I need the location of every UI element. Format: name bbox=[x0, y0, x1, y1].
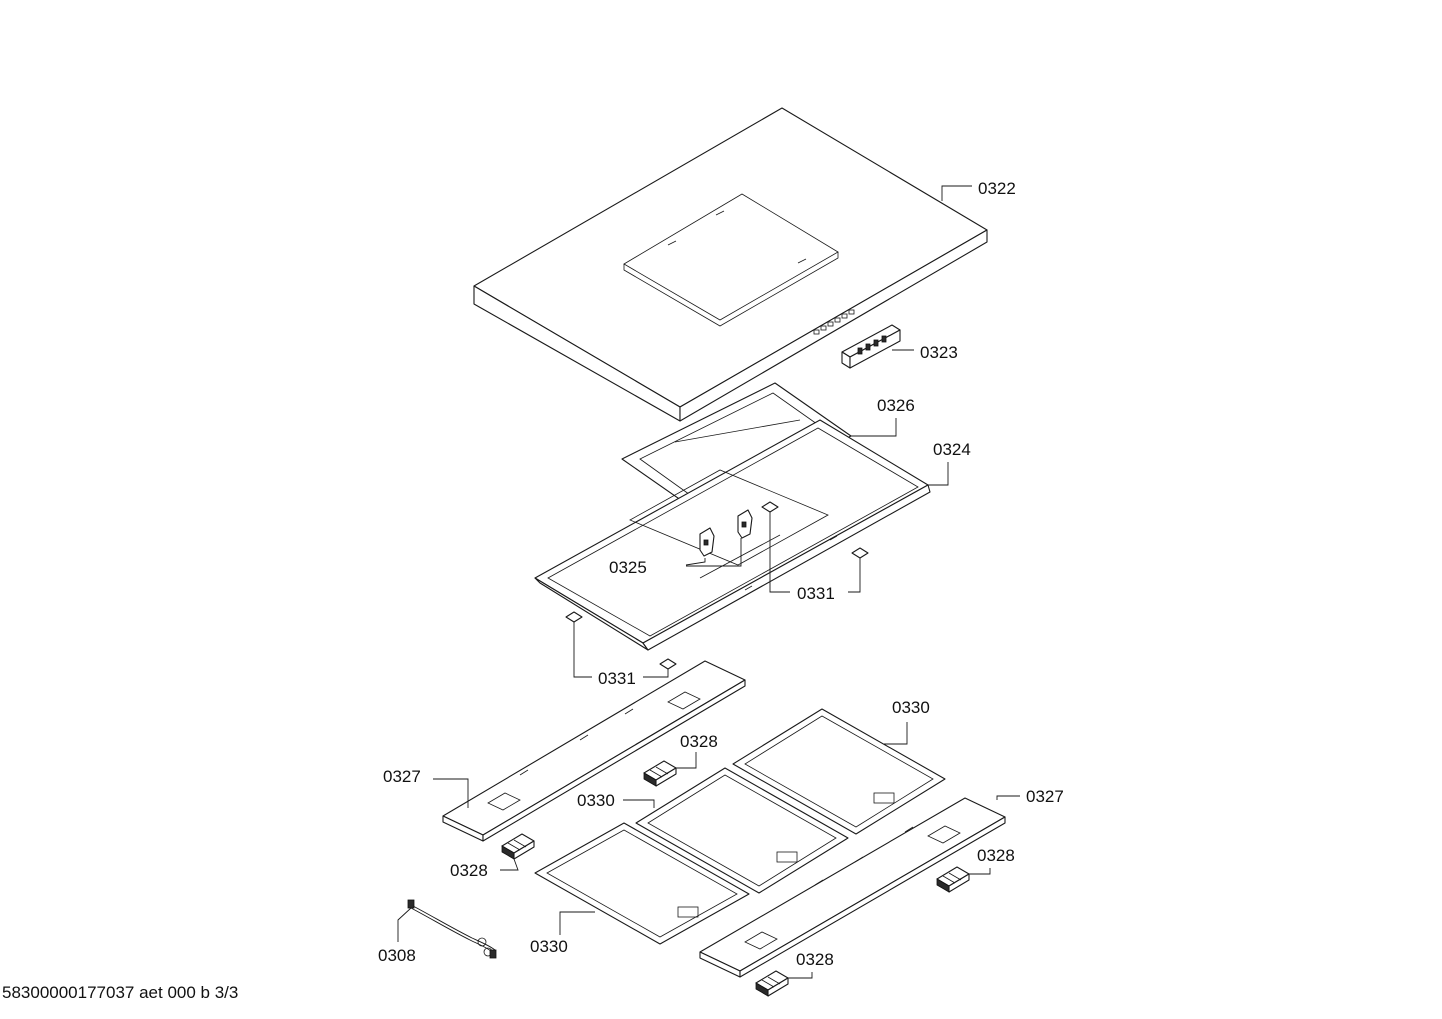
label-0327-right: 0327 bbox=[1026, 787, 1064, 806]
part-0328-latch-b bbox=[501, 833, 535, 860]
part-0327-rail-left bbox=[442, 660, 746, 842]
document-code: 58300000177037 aet 000 b 3/3 bbox=[2, 983, 238, 1002]
part-0323-control-module bbox=[841, 324, 901, 369]
part-0328-latch-a bbox=[643, 760, 677, 787]
label-0324: 0324 bbox=[933, 440, 971, 459]
label-0331-left: 0331 bbox=[598, 669, 636, 688]
part-0330-filter-middle bbox=[635, 767, 849, 894]
part-0324-base-tray bbox=[534, 419, 931, 651]
part-labels: 0322 0323 0326 0324 0325 0331 0331 0330 … bbox=[378, 179, 1064, 969]
label-0330-top: 0330 bbox=[892, 698, 930, 717]
label-0322: 0322 bbox=[978, 179, 1016, 198]
part-0322-cover bbox=[473, 107, 988, 422]
part-0330-filter-bottom bbox=[534, 822, 750, 945]
control-buttons bbox=[813, 309, 855, 335]
label-0328-top: 0328 bbox=[680, 732, 718, 751]
part-0328-latch-c bbox=[936, 866, 970, 893]
label-0326: 0326 bbox=[877, 396, 915, 415]
label-0327-left: 0327 bbox=[383, 767, 421, 786]
label-0325: 0325 bbox=[609, 558, 647, 577]
part-0328-latch-d bbox=[755, 970, 789, 997]
label-0323: 0323 bbox=[920, 343, 958, 362]
label-0328-right: 0328 bbox=[977, 846, 1015, 865]
label-0308: 0308 bbox=[378, 946, 416, 965]
label-0328-left: 0328 bbox=[450, 861, 488, 880]
leader-lines bbox=[397, 185, 1020, 979]
label-0328-bottom: 0328 bbox=[796, 950, 834, 969]
label-0330-middle: 0330 bbox=[577, 791, 615, 810]
part-0325-clips bbox=[699, 509, 753, 557]
part-0327-rail-right bbox=[699, 797, 1006, 978]
part-0331-pads bbox=[565, 501, 869, 670]
part-0330-filter-top bbox=[732, 708, 946, 835]
part-0308-cable bbox=[407, 899, 497, 959]
label-0330-bottom: 0330 bbox=[530, 937, 568, 956]
label-0331-right: 0331 bbox=[797, 584, 835, 603]
